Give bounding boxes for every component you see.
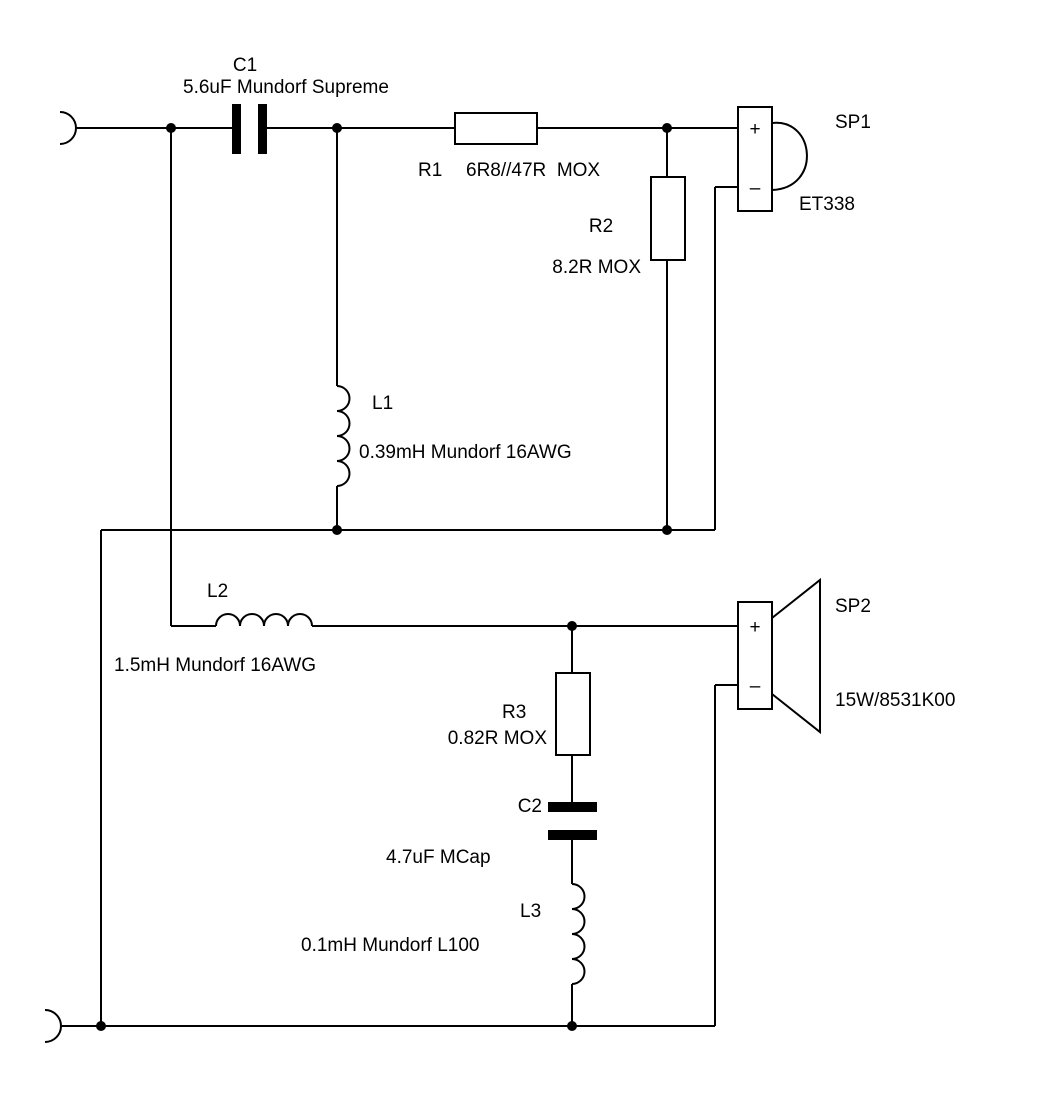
l2-value-label: 1.5mH Mundorf 16AWG: [114, 655, 316, 676]
top-rail-wires: [76, 127, 738, 626]
capacitor-c2: [548, 802, 597, 840]
r2-ref-label: R2: [589, 216, 613, 237]
speaker-sp1: + –: [737, 106, 808, 212]
sp2-minus-label: –: [750, 676, 761, 697]
l1-value-label: 0.39mH Mundorf 16AWG: [359, 442, 572, 463]
input-terminal-negative: [44, 1009, 63, 1043]
inductor-l2: [215, 613, 313, 627]
capacitor-c1: [232, 104, 267, 154]
inductor-l3: [571, 883, 586, 985]
r1-value-label: 6R8//47R MOX: [466, 160, 600, 181]
resistor-r2: [650, 176, 686, 261]
sp1-plus-label: +: [749, 119, 760, 140]
resistor-r1: [454, 112, 538, 145]
sp2-plus-label: +: [749, 617, 760, 638]
lower-section-wires: [61, 530, 738, 1027]
r2-value-label: 8.2R MOX: [552, 257, 641, 278]
c2-value-label: 4.7uF MCap: [386, 847, 491, 868]
c1-ref-label: C1: [233, 55, 257, 76]
sp1-ref-label: SP1: [835, 112, 871, 133]
l1-ref-label: L1: [372, 393, 393, 414]
resistor-r3: [555, 672, 591, 756]
input-terminal-positive: [59, 111, 78, 145]
r1-ref-label: R1: [418, 160, 442, 181]
sp1-minus-label: –: [750, 178, 761, 199]
l3-ref-label: L3: [520, 901, 541, 922]
c1-value-label: 5.6uF Mundorf Supreme: [183, 77, 389, 98]
inductor-l1: [336, 385, 351, 487]
r3-value-label: 0.82R MOX: [448, 728, 548, 749]
l3-value-label: 0.1mH Mundorf L100: [301, 935, 480, 956]
speaker-sp2: + –: [737, 577, 821, 735]
sp1-model-label: ET338: [799, 194, 855, 215]
sp2-ref-label: SP2: [835, 596, 871, 617]
sp2-model-label: 15W/8531K00: [835, 690, 955, 711]
c2-ref-label: C2: [518, 796, 542, 817]
r3-ref-label: R3: [502, 702, 526, 723]
junction-dots: [96, 123, 672, 1031]
l2-ref-label: L2: [207, 581, 228, 602]
